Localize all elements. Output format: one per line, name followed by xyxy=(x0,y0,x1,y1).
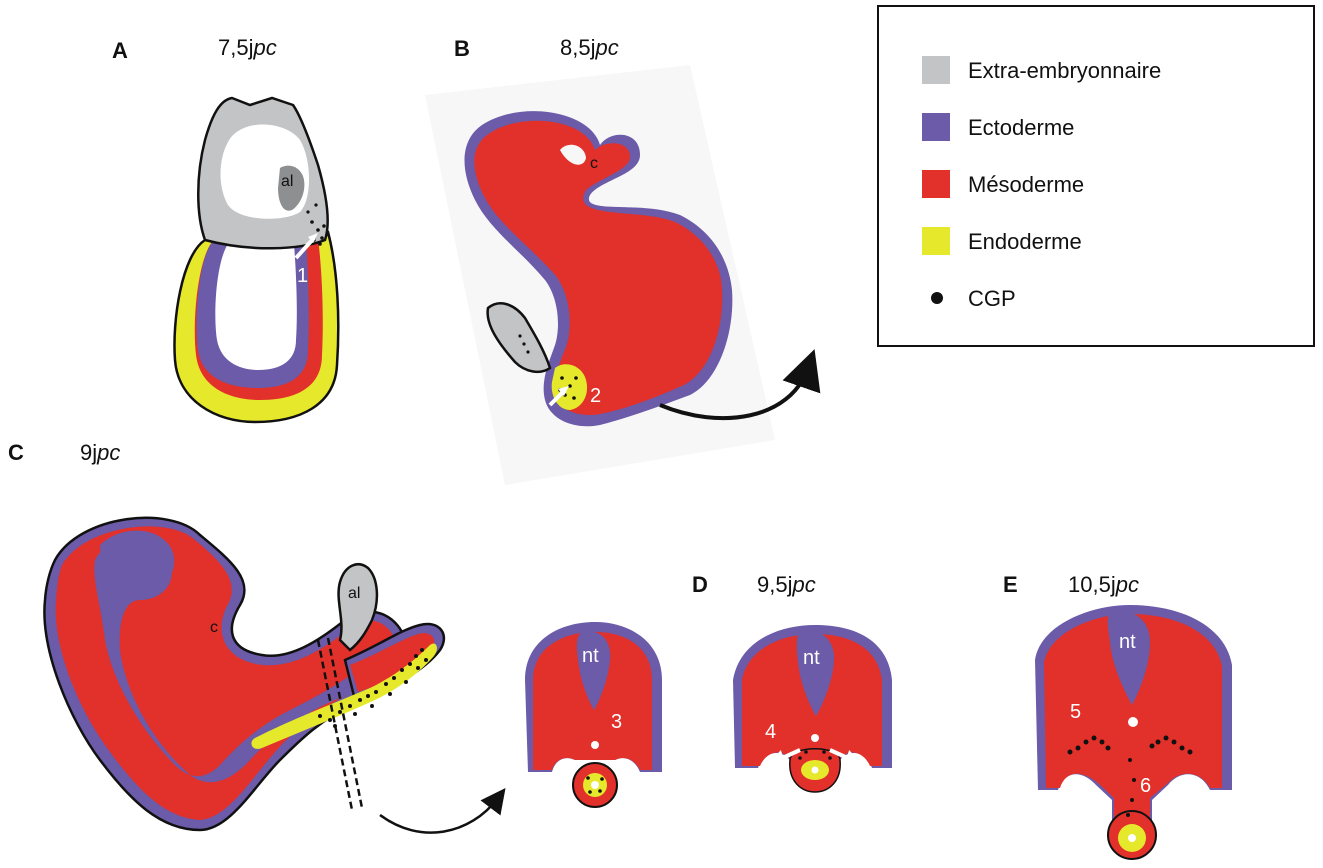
panel-a-stage: 7,5jpc xyxy=(218,35,277,60)
legend-swatch xyxy=(922,113,950,141)
legend-label: Ectoderme xyxy=(968,115,1074,140)
panel-b-number-2: 2 xyxy=(590,385,601,407)
section-c-nt-label: nt xyxy=(582,645,599,667)
panel-b-c-label: c xyxy=(590,155,598,172)
panel-e-number-5: 5 xyxy=(1070,701,1081,723)
legend-item: Endoderme xyxy=(922,227,1082,255)
panel-d-number-4: 4 xyxy=(765,721,776,743)
panel-e-stage: 10,5jpc xyxy=(1068,572,1139,597)
panel-e: E 10,5jpc nt 5 6 xyxy=(1003,572,1232,859)
panel-d-letter: D xyxy=(692,572,708,597)
legend-label: CGP xyxy=(968,286,1016,311)
legend-label: Extra-embryonnaire xyxy=(968,58,1161,83)
legend-swatch xyxy=(922,170,950,198)
legend-swatch xyxy=(922,227,950,255)
panel-c-arrow xyxy=(380,798,498,833)
legend-swatch xyxy=(922,56,950,84)
panel-b: B 8,5jpc c 2 xyxy=(425,35,808,485)
panel-a-al-label: al xyxy=(281,173,293,190)
panel-e-nt-label: nt xyxy=(1119,631,1136,653)
panel-e-number-6: 6 xyxy=(1140,775,1151,797)
panel-d: D 9,5jpc nt 4 xyxy=(692,572,892,792)
panel-d-nt-label: nt xyxy=(803,647,820,669)
panel-a: A 7,5jpc al 1 xyxy=(112,35,338,422)
panel-b-letter: B xyxy=(454,36,470,61)
panel-c-al-label: al xyxy=(348,585,360,602)
panel-e-letter: E xyxy=(1003,572,1018,597)
panel-c: C 9jpc al c xyxy=(8,440,498,833)
legend-item: Mésoderme xyxy=(922,170,1084,198)
legend-dot xyxy=(931,292,943,304)
panel-d-stage: 9,5jpc xyxy=(757,572,816,597)
panel-c-letter: C xyxy=(8,440,24,465)
panel-b-stage: 8,5jpc xyxy=(560,35,619,60)
legend-label: Mésoderme xyxy=(968,172,1084,197)
legend: Extra-embryonnaireEctodermeMésodermeEndo… xyxy=(878,6,1314,346)
panel-a-letter: A xyxy=(112,38,128,63)
panel-c-c-label: c xyxy=(210,619,218,636)
section-c: nt 3 xyxy=(525,622,662,807)
panel-a-cavity xyxy=(215,244,296,370)
panel-c-stage: 9jpc xyxy=(80,440,120,465)
legend-item: Ectoderme xyxy=(922,113,1074,141)
panel-a-number-1: 1 xyxy=(297,265,308,287)
legend-label: Endoderme xyxy=(968,229,1082,254)
section-c-number-3: 3 xyxy=(611,711,622,733)
